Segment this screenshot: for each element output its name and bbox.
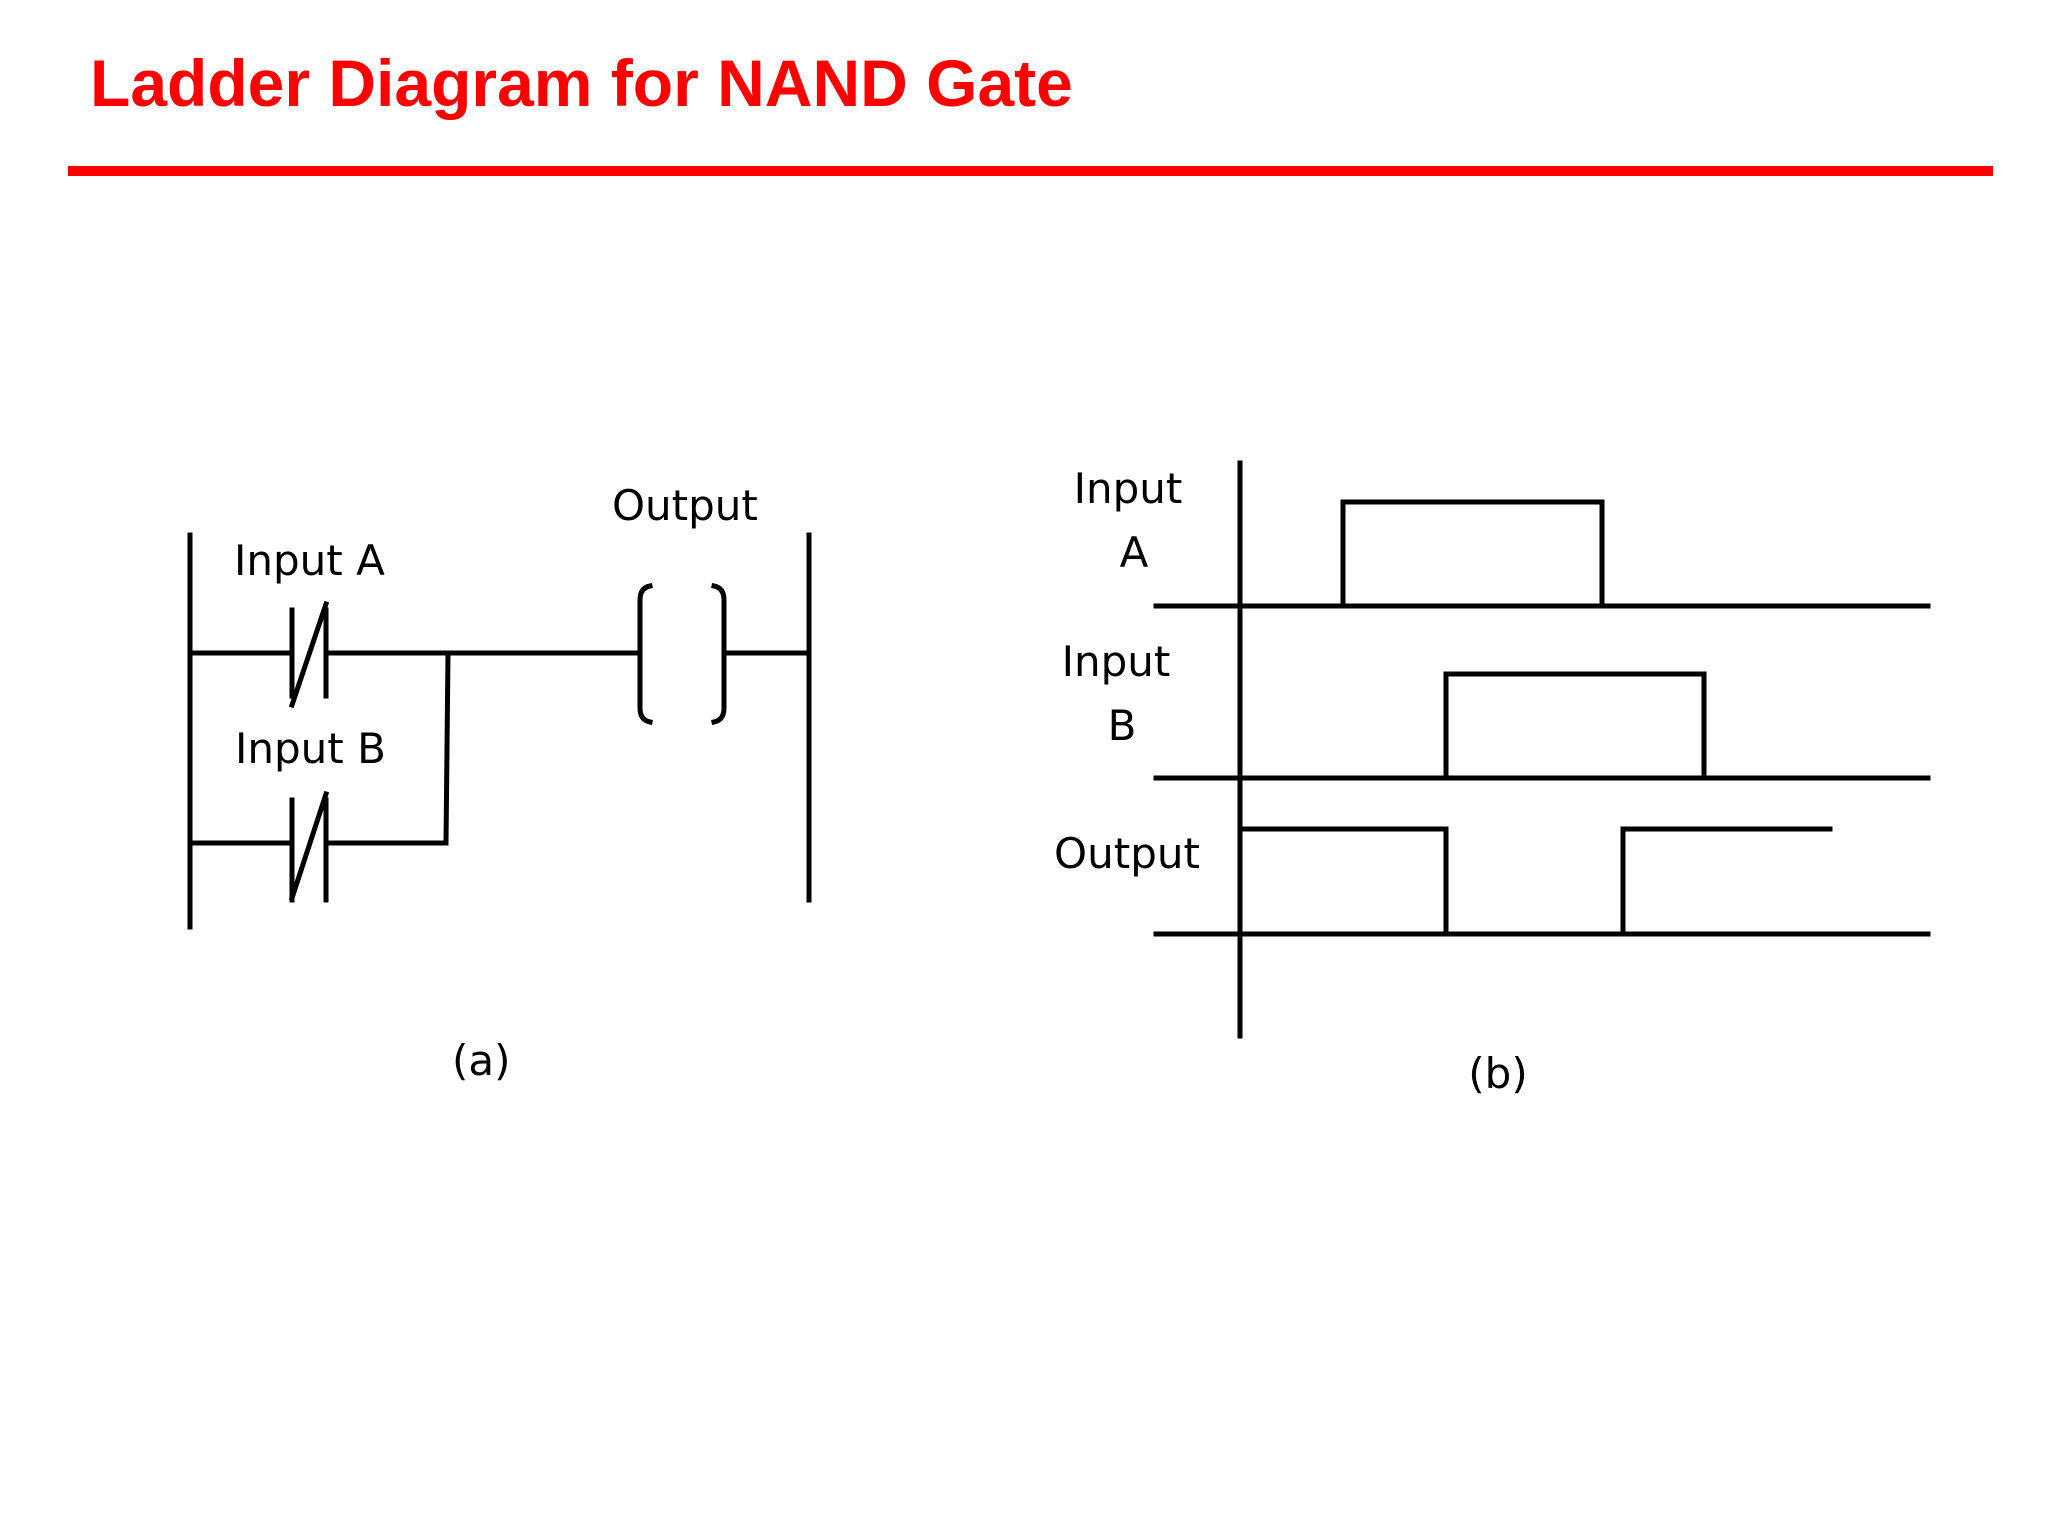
input-a-pulse <box>1340 499 1605 609</box>
slide-title: Ladder Diagram for NAND Gate <box>90 46 1073 120</box>
nc-contact-input-a <box>288 600 330 709</box>
input-b-pulse <box>1443 671 1707 781</box>
caption-a: (a) <box>452 1036 511 1085</box>
title-underline <box>68 166 1993 176</box>
input-b-label: Input B <box>235 724 386 773</box>
ladder-diagram: Input A Input B Output (a) <box>187 481 812 1085</box>
timing-diagram: Input A Input B Output (b) <box>1054 460 1931 1098</box>
timing-input-a-label-line2: A <box>1120 528 1149 577</box>
caption-b: (b) <box>1468 1049 1527 1098</box>
output-label: Output <box>612 481 758 530</box>
output-coil <box>637 583 727 725</box>
nc-contact-input-b <box>288 790 330 903</box>
timing-input-b-label-line1: Input <box>1062 637 1171 686</box>
timing-input-a-label-line1: Input <box>1074 464 1183 513</box>
branch-join-wire <box>443 650 451 846</box>
output-waveform-first <box>1237 826 1449 937</box>
input-a-label: Input A <box>234 536 385 585</box>
output-waveform-second <box>1620 826 1833 937</box>
timing-output-label: Output <box>1054 829 1200 878</box>
timing-input-b-label-line2: B <box>1108 701 1137 750</box>
